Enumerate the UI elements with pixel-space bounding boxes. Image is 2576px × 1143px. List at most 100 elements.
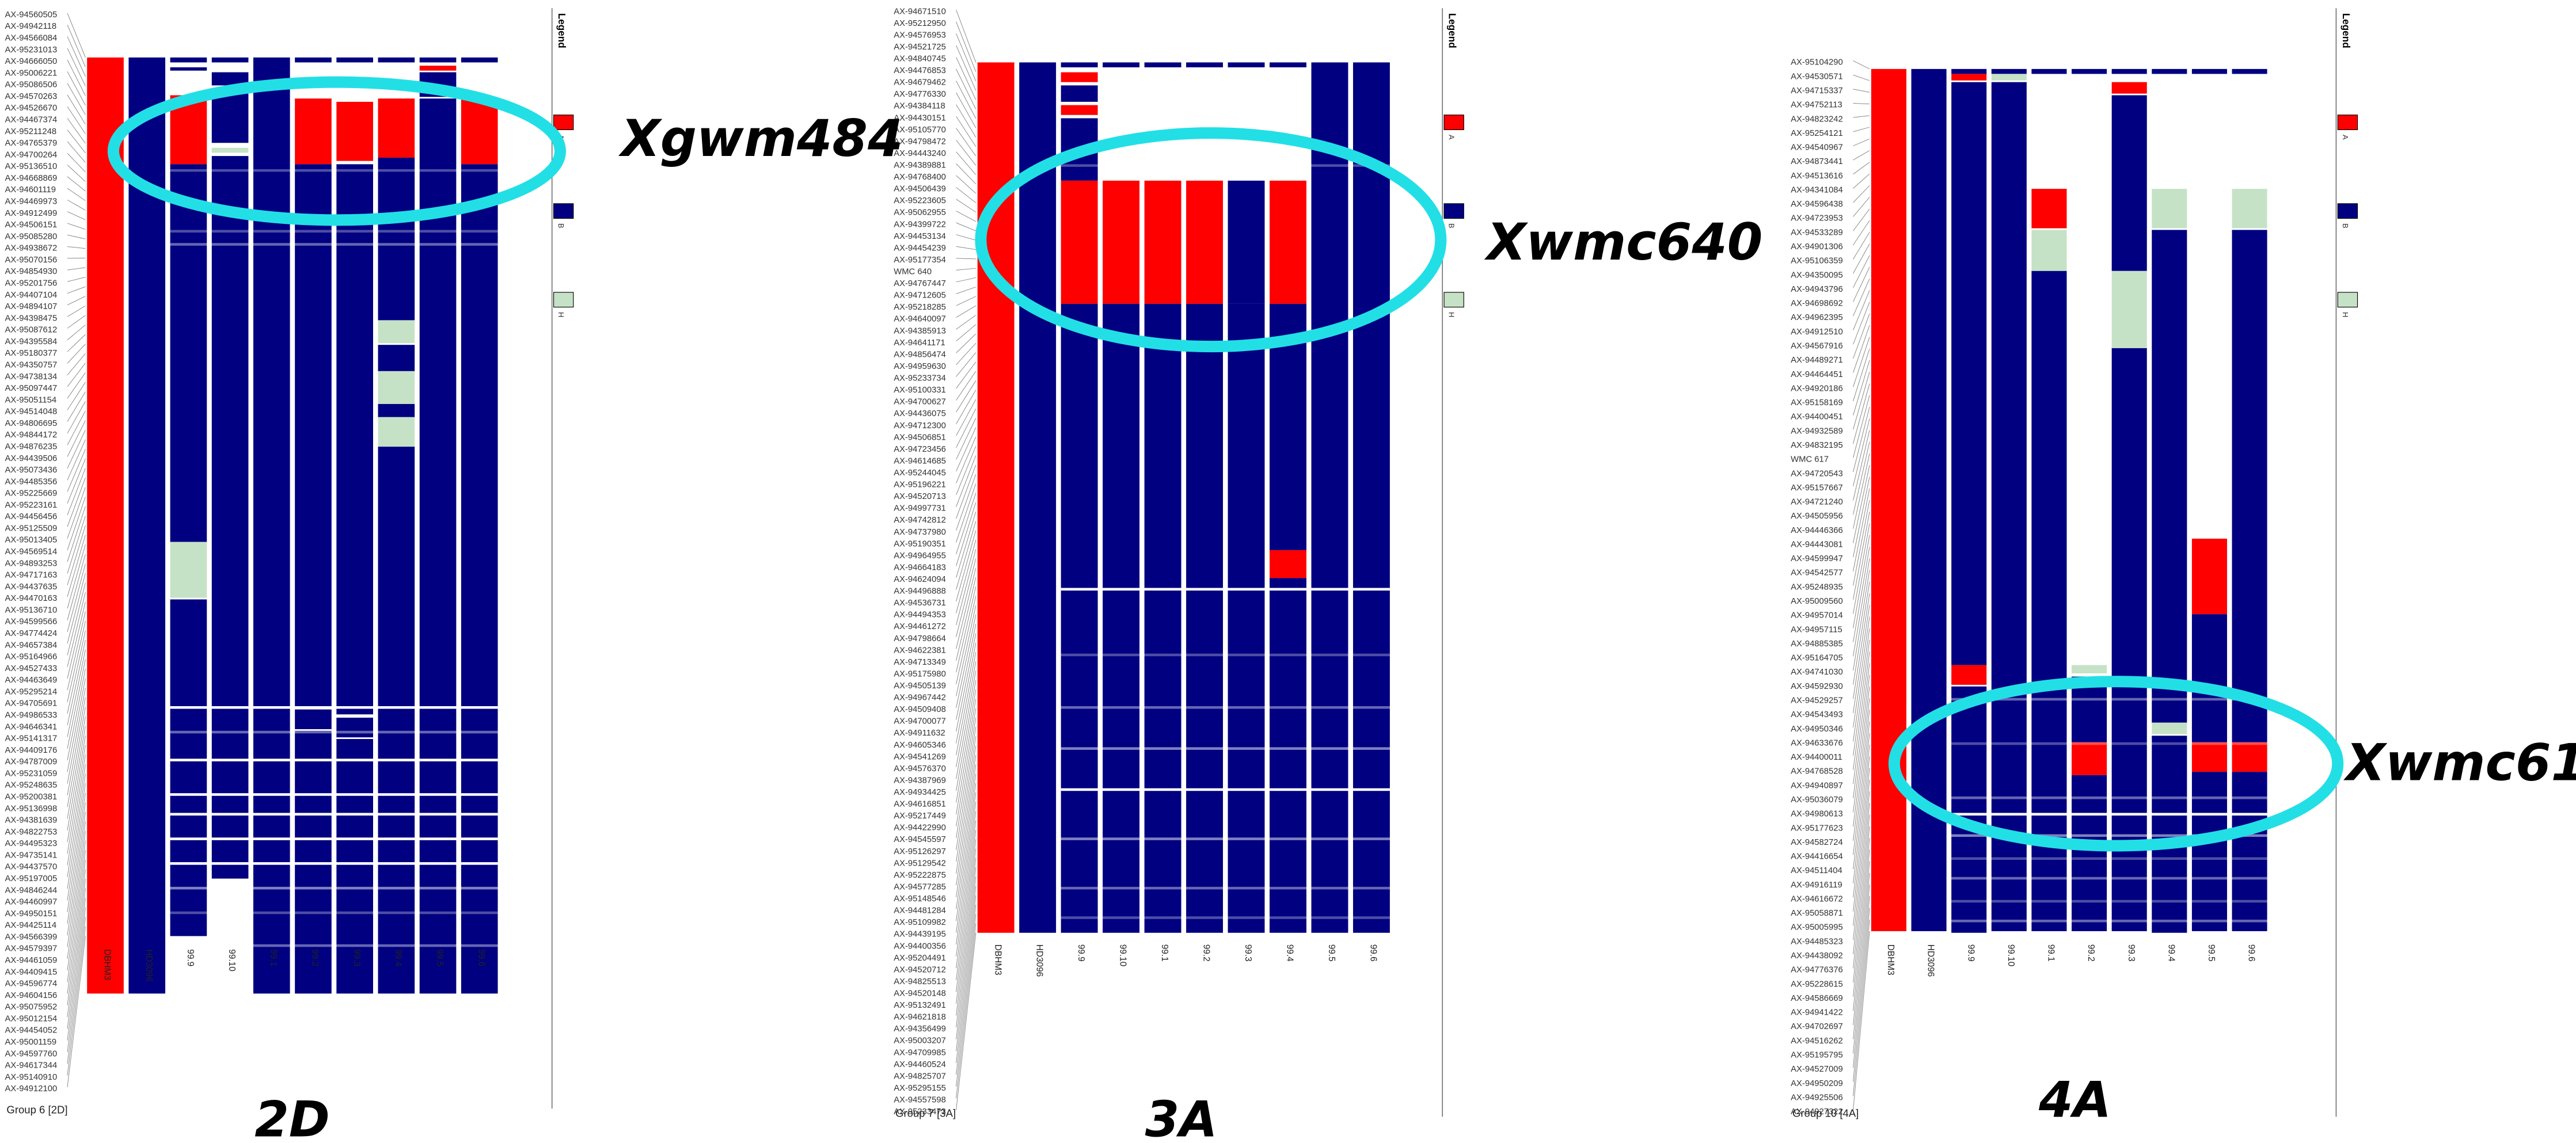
marker-connector — [67, 563, 86, 633]
genotype-segment-b — [1061, 62, 1098, 67]
sample-label: 99.9 — [1076, 944, 1086, 962]
sample-label: 99.1 — [268, 949, 278, 966]
marker-label: AX-94832195 — [1791, 441, 1843, 450]
marker-label: AX-95180377 — [5, 349, 58, 358]
marker-connector — [1853, 150, 1870, 161]
sample-label: HD3096 — [144, 949, 154, 981]
marker-label: AX-94422990 — [894, 824, 946, 833]
marker-label: AX-95231013 — [5, 45, 58, 55]
genotype-segment-a — [2191, 742, 2227, 772]
marker-connector — [956, 548, 977, 626]
marker-label: AX-95248635 — [5, 781, 58, 790]
highlight-ellipse-xwmc640 — [975, 127, 1447, 353]
marker-label: AX-94846244 — [5, 886, 58, 895]
marker-label: AX-94463649 — [5, 676, 58, 685]
genotype-segment-b — [461, 57, 498, 63]
marker-connector — [956, 736, 977, 862]
marker-label: AX-94469973 — [5, 197, 58, 207]
marker-connector — [1853, 721, 1870, 855]
sample-label: 99.9 — [185, 949, 195, 966]
marker-label: AX-94356499 — [894, 1024, 946, 1034]
marker-connector — [67, 71, 86, 106]
genotype-segment-b — [1103, 62, 1140, 67]
marker-label: AX-94399722 — [894, 220, 946, 229]
marker-label: AX-94437635 — [5, 582, 58, 592]
group-label: Group 7 [3A] — [895, 1107, 956, 1119]
missing-data-band — [1061, 588, 1390, 591]
marker-connector — [1853, 546, 1870, 642]
marker-label: AX-94542577 — [1791, 569, 1843, 578]
marker-label: AX-94712605 — [894, 291, 946, 300]
marker-label: AX-94513616 — [1791, 172, 1843, 181]
marker-label: AX-94511404 — [1791, 866, 1842, 875]
marker-label: AX-95070156 — [5, 256, 58, 265]
marker-connector — [956, 187, 977, 203]
marker-label: AX-94767447 — [894, 279, 946, 288]
marker-label: AX-94720543 — [1791, 469, 1843, 478]
marker-connector — [1853, 733, 1870, 870]
marker-connector — [67, 334, 86, 352]
marker-label: AX-94698692 — [1791, 299, 1843, 308]
genotype-segment-b — [336, 739, 373, 994]
legend-label-h: H — [2341, 312, 2350, 317]
marker-label: AX-95073436 — [5, 466, 58, 475]
marker-connector — [956, 390, 977, 424]
marker-connector — [67, 830, 86, 959]
marker-connector — [956, 886, 977, 1051]
marker-label: AX-94582724 — [1791, 838, 1843, 847]
marker-connector — [1853, 477, 1870, 558]
marker-connector — [956, 234, 977, 241]
missing-data-band — [1951, 813, 2267, 816]
marker-label: AX-95136510 — [5, 162, 58, 172]
marker-connector — [956, 792, 977, 933]
sample-label: DBHM3 — [102, 949, 112, 980]
genotype-segment-b — [170, 57, 207, 63]
marker-label: AX-95233473 — [894, 1107, 946, 1117]
marker-connector — [956, 932, 977, 1110]
marker-connector — [1853, 628, 1870, 742]
marker-connector — [1853, 441, 1870, 515]
marker-connector — [67, 439, 86, 481]
genotype-segment-a — [1951, 74, 1987, 81]
marker-connector — [67, 878, 86, 1018]
marker-connector — [1853, 360, 1870, 416]
marker-label: AX-94516262 — [1791, 1037, 1843, 1046]
marker-connector — [956, 811, 977, 957]
marker-label: AX-94604156 — [5, 991, 58, 1000]
sample-label: 99.1 — [2046, 944, 2056, 962]
marker-label: AX-95201756 — [5, 279, 58, 288]
marker-connector — [956, 726, 977, 850]
marker-connector — [956, 380, 977, 413]
marker-label: AX-94721240 — [1791, 498, 1843, 507]
sample-label: 99.3 — [1243, 944, 1253, 962]
genotype-segment-b — [2111, 68, 2147, 74]
marker-connector — [67, 774, 86, 889]
marker-connector — [1853, 639, 1870, 756]
marker-connector — [1853, 686, 1870, 813]
marker-label: AX-94844172 — [5, 430, 58, 440]
marker-connector — [67, 234, 86, 239]
legend-label-a: A — [2341, 135, 2350, 140]
marker-connector — [67, 106, 86, 134]
marker-connector — [956, 895, 977, 1063]
marker-label: AX-95001159 — [5, 1038, 57, 1047]
marker-label: AX-94446366 — [1791, 526, 1843, 535]
marker-label: AX-95211248 — [5, 127, 57, 136]
marker-connector — [956, 305, 977, 318]
marker-connector — [956, 680, 977, 791]
marker-connector — [956, 511, 977, 578]
marker-label: AX-94712300 — [894, 421, 946, 430]
marker-connector — [956, 408, 977, 448]
marker-label: AX-95085280 — [5, 232, 58, 241]
marker-connector — [1853, 651, 1870, 770]
marker-label: AX-94464451 — [1791, 370, 1843, 379]
marker-label: AX-94481284 — [894, 906, 946, 916]
marker-label: AX-94533289 — [1791, 228, 1843, 237]
marker-label: AX-95254121 — [1791, 129, 1843, 138]
genotype-segment-b — [419, 98, 457, 994]
legend-swatch-b — [553, 203, 574, 219]
marker-label: AX-94526670 — [5, 104, 58, 113]
marker-label: AX-94941422 — [1791, 1008, 1843, 1018]
marker-label: AX-94536731 — [894, 599, 946, 608]
marker-connector — [956, 333, 977, 353]
